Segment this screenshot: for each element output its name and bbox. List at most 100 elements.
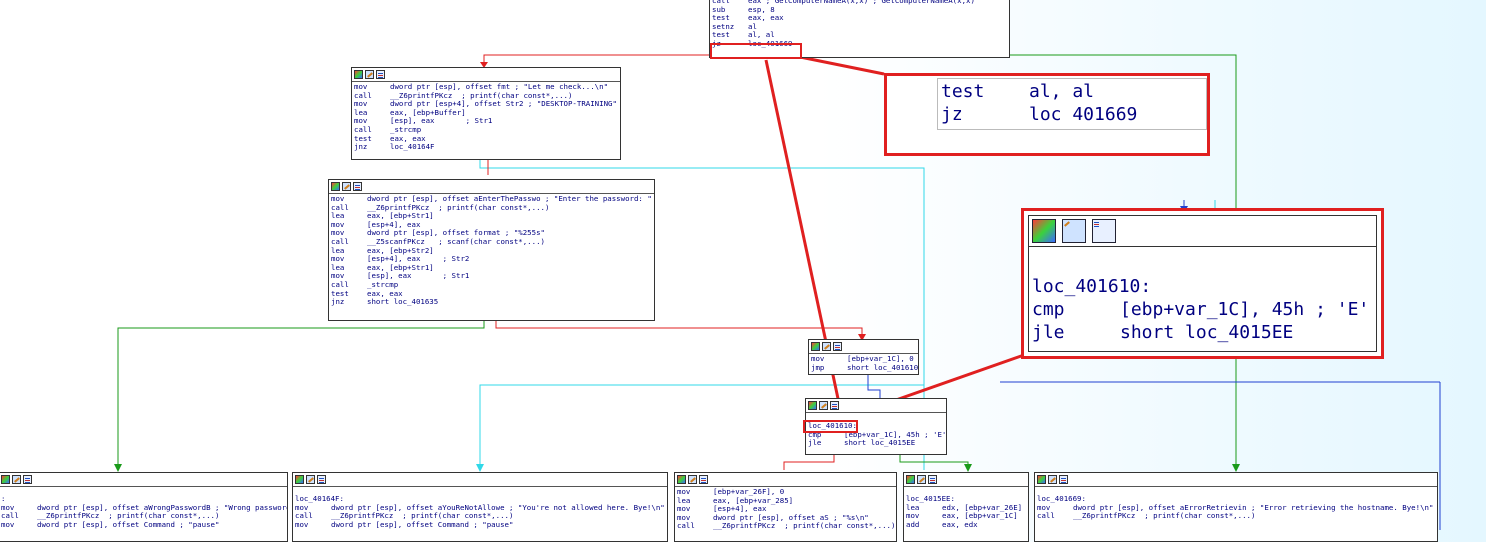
graph-icon[interactable] bbox=[317, 475, 326, 484]
loop-compare-block[interactable]: loc_401610:cmp[ebp+var_1C], 45h ; 'E'jle… bbox=[805, 398, 947, 455]
asm-line[interactable]: call_strcmp bbox=[354, 125, 618, 135]
asm-mnemonic: mov bbox=[677, 512, 691, 522]
asm-line[interactable]: mov[esp], eax ; Str1 bbox=[331, 272, 652, 281]
asm-line[interactable]: mov[esp+4], eax bbox=[331, 220, 652, 230]
asm-line[interactable]: mov[ebp+var_1C], 0 bbox=[811, 354, 916, 364]
asm-line[interactable]: cmp[ebp+var_1C], 45h ; 'E' bbox=[1032, 298, 1369, 321]
asm-mnemonic: lea bbox=[331, 211, 345, 221]
asm-operands: eax, [ebp+var_285] bbox=[713, 495, 794, 505]
color-icon[interactable] bbox=[811, 342, 820, 351]
asm-line[interactable]: call__Z5scanfPKcz ; scanf(char const*,..… bbox=[331, 237, 652, 247]
asm-line[interactable]: mov[esp+4], eax bbox=[677, 504, 894, 514]
graph-icon[interactable] bbox=[830, 401, 839, 410]
graph-icon[interactable] bbox=[1059, 475, 1068, 484]
edit-icon[interactable] bbox=[342, 182, 351, 191]
asm-line[interactable]: mov[esp+4], eax ; Str2 bbox=[331, 254, 652, 264]
edit-icon[interactable] bbox=[365, 70, 374, 79]
color-icon[interactable] bbox=[1, 475, 10, 484]
color-icon[interactable] bbox=[295, 475, 304, 484]
edit-icon[interactable] bbox=[306, 475, 315, 484]
asm-line[interactable]: loc_401610: bbox=[808, 421, 944, 431]
asm-operands: eax, edx bbox=[942, 519, 978, 529]
graph-icon[interactable] bbox=[699, 475, 708, 484]
edit-icon[interactable] bbox=[822, 342, 831, 351]
color-icon[interactable] bbox=[354, 70, 363, 79]
color-icon[interactable] bbox=[1037, 475, 1046, 484]
edit-icon[interactable] bbox=[12, 475, 21, 484]
color-icon[interactable] bbox=[331, 182, 340, 191]
asm-line[interactable]: call__Z6printfPKcz ; printf(char const*,… bbox=[1, 511, 285, 521]
asm-line[interactable]: cmp[ebp+var_1C], 45h ; 'E' bbox=[808, 430, 946, 440]
edit-icon[interactable] bbox=[688, 475, 697, 484]
asm-line[interactable]: mov[esp], eax ; Str1 bbox=[354, 117, 618, 126]
asm-line[interactable]: : bbox=[1, 494, 285, 504]
asm-operands: al bbox=[748, 21, 757, 31]
color-icon[interactable] bbox=[906, 475, 915, 484]
graph-icon[interactable] bbox=[833, 342, 842, 351]
asm-line[interactable]: loc_40164F: bbox=[295, 494, 665, 504]
graph-icon[interactable] bbox=[376, 70, 385, 79]
asm-line[interactable]: loc_4015EE: bbox=[906, 494, 1026, 504]
asm-line[interactable]: setnz al bbox=[712, 21, 1007, 32]
asm-line[interactable]: call__Z6printfPKcz ; printf(char const*,… bbox=[331, 203, 652, 213]
asm-line[interactable]: call__Z6printfPKcz ; printf(char const*,… bbox=[1037, 511, 1435, 521]
edit-icon[interactable] bbox=[917, 475, 926, 484]
color-icon[interactable] bbox=[808, 401, 817, 410]
asm-line[interactable]: call__Z6printfPKcz ; printf(char const*,… bbox=[677, 522, 895, 531]
asm-operands: eax, eax bbox=[748, 13, 784, 23]
color-icon[interactable] bbox=[677, 475, 686, 484]
asm-line[interactable]: loc_401610: bbox=[1032, 275, 1369, 298]
asm-mnemonic: setnz bbox=[712, 21, 735, 31]
graph-icon[interactable] bbox=[23, 475, 32, 484]
edit-icon[interactable] bbox=[819, 401, 828, 410]
edit-icon[interactable] bbox=[1048, 475, 1057, 484]
asm-line[interactable]: loc_401669: bbox=[1037, 494, 1435, 504]
graph-icon[interactable] bbox=[353, 182, 362, 191]
asm-line[interactable]: call__Z6printfPKcz ; printf(char const*,… bbox=[295, 511, 665, 521]
asm-line[interactable]: mov[ebp+var_26F], 0 bbox=[677, 487, 894, 497]
asm-line[interactable]: call__Z6printfPKcz ; printf(char const*,… bbox=[354, 91, 618, 101]
graph-icon[interactable] bbox=[928, 475, 937, 484]
asm-line[interactable]: call_strcmp bbox=[331, 280, 652, 290]
